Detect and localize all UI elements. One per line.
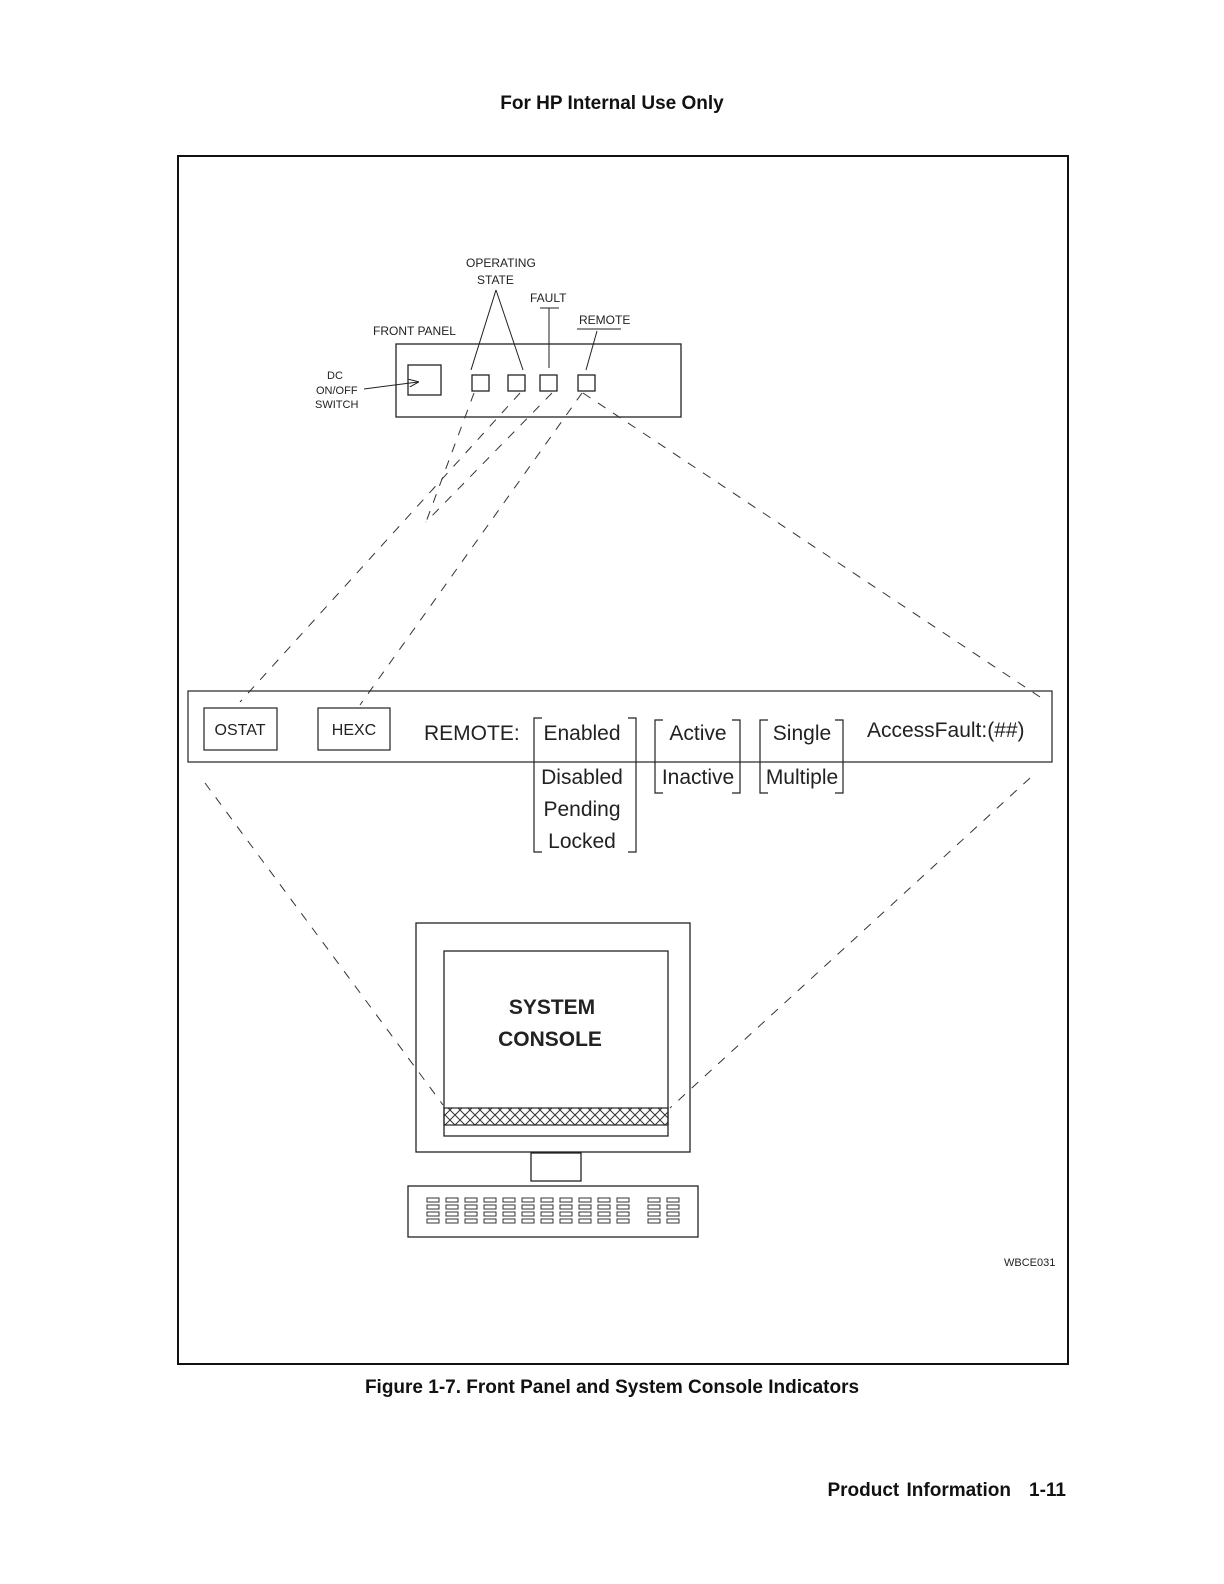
keyboard-key [560,1198,572,1202]
keyboard-key [484,1198,496,1202]
keyboard-key [522,1219,534,1223]
keyboard-key [648,1219,660,1223]
keyboard-key [446,1205,458,1209]
keyboard-key [427,1198,439,1202]
remote-state-locked: Locked [548,830,616,853]
keyboard-key [617,1205,629,1209]
keyboard-key [541,1219,553,1223]
keyboard-key [522,1198,534,1202]
keyboard-key [598,1198,610,1202]
keyboard-key [484,1205,496,1209]
remote-status-label: REMOTE: [424,722,520,745]
activity-state-active: Active [669,722,726,745]
operating-state-label-line2: STATE [477,273,514,287]
keyboard-key [522,1212,534,1216]
hexc-label: HEXC [332,722,376,739]
front-panel-housing [396,344,681,417]
keyboard-key [617,1212,629,1216]
keyboard-key [667,1212,679,1216]
page-number: 1-11 [1029,1480,1066,1501]
console-label-line2: CONSOLE [498,1028,602,1051]
switch-label-line2: ON/OFF [316,385,358,397]
console-label-line1: SYSTEM [509,996,595,1019]
remote-led [578,375,595,391]
keyboard-key [617,1198,629,1202]
keyboard-key [427,1205,439,1209]
keyboard-key [579,1198,591,1202]
remote-state-disabled: Disabled [541,766,623,789]
keyboard-key [541,1198,553,1202]
keyboard-key [541,1212,553,1216]
keyboard-key [446,1212,458,1216]
keyboard-key [667,1219,679,1223]
remote-state-pending: Pending [543,798,620,821]
status-line: OSTAT HEXC REMOTE: Enabled Disabled Pend… [188,691,1052,853]
keyboard-key [579,1212,591,1216]
keyboard-key [541,1205,553,1209]
remote-label: REMOTE [579,313,630,327]
keyboard-key [465,1205,477,1209]
figure-id: WBCE031 [1004,1257,1055,1269]
keyboard-key [667,1198,679,1202]
keyboard-key [648,1198,660,1202]
keyboard-key [617,1219,629,1223]
keyboard-key [598,1205,610,1209]
keyboard-key [648,1205,660,1209]
figure-caption: Figure 1-7. Front Panel and System Conso… [0,1377,1224,1399]
page-footer: Product Information 1-11 [827,1480,1066,1502]
fault-led [540,375,557,391]
keyboard-key [598,1212,610,1216]
remote-state-enabled: Enabled [543,722,620,745]
keyboard-key [484,1219,496,1223]
keyboard-keys [427,1198,679,1223]
keyboard-key [503,1219,515,1223]
keyboard-key [427,1219,439,1223]
keyboard-key [648,1212,660,1216]
dc-switch [408,365,441,395]
operating-state-label-line1: OPERATING [466,256,536,270]
activity-state-inactive: Inactive [662,766,734,789]
console-status-line [444,1108,668,1125]
access-state-multiple: Multiple [766,766,838,789]
keyboard-key [503,1212,515,1216]
keyboard-key [598,1219,610,1223]
callout-leaders [364,290,621,389]
keyboard-key [560,1219,572,1223]
operating-state-led-2 [508,375,525,391]
keyboard-key [465,1198,477,1202]
keyboard-key [579,1205,591,1209]
front-panel: OPERATING STATE FAULT REMOTE FRONT PANEL… [315,256,681,417]
keyboard-key [560,1212,572,1216]
keyboard-key [465,1219,477,1223]
keyboard-key [579,1219,591,1223]
keyboard-key [667,1205,679,1209]
keyboard-key [446,1219,458,1223]
access-state-single: Single [773,722,831,745]
system-console: SYSTEM CONSOLE [408,923,698,1237]
ostat-label: OSTAT [215,722,266,739]
keyboard-key [503,1198,515,1202]
fault-label: FAULT [530,291,567,305]
access-fault-label: AccessFault:(##) [867,719,1025,742]
keyboard-key [560,1205,572,1209]
remote-states-bracket-right [628,718,636,852]
keyboard-key [503,1205,515,1209]
front-panel-label: FRONT PANEL [373,324,456,338]
keyboard-key [446,1198,458,1202]
keyboard-key [465,1212,477,1216]
keyboard-key [427,1212,439,1216]
operating-state-led-1 [472,375,489,391]
monitor-stand [531,1153,581,1181]
switch-label-line1: DC [327,370,343,382]
footer-section: Product Information [827,1480,1011,1501]
switch-label-line3: SWITCH [315,399,358,411]
keyboard-key [484,1212,496,1216]
keyboard-key [522,1205,534,1209]
